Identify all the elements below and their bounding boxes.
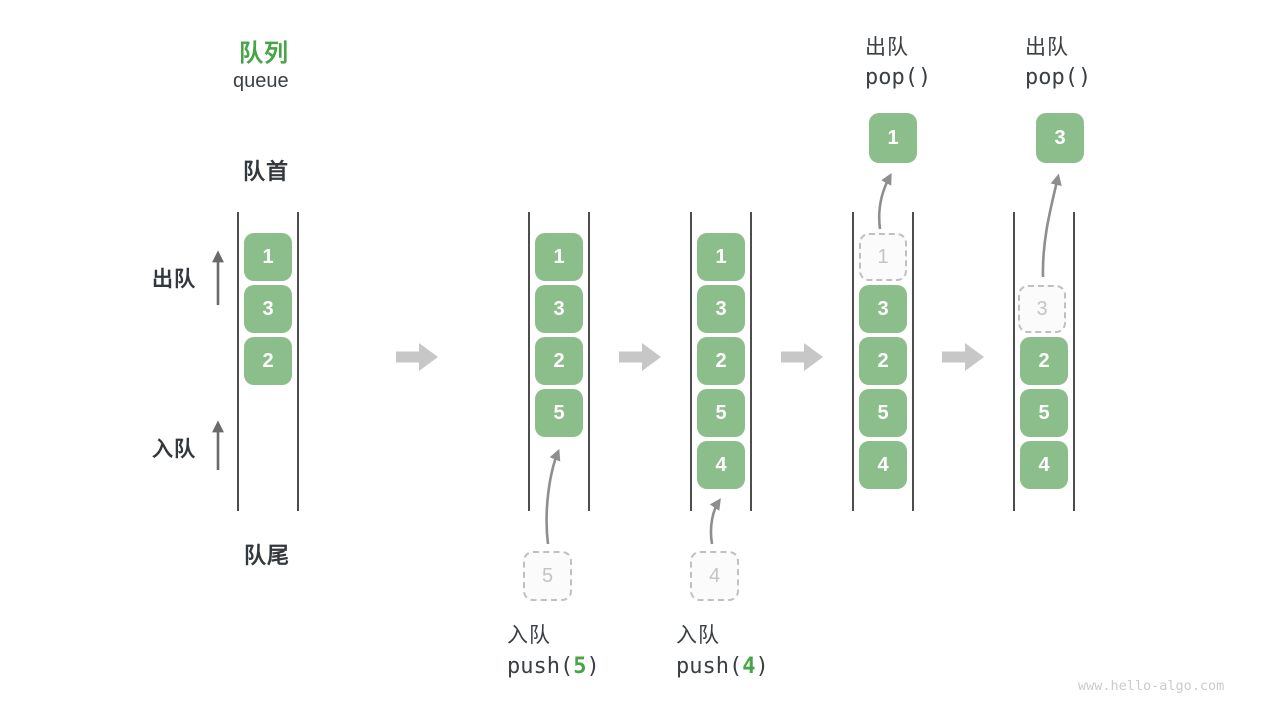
step-arrow-shape <box>396 343 438 371</box>
watermark: www.hello-algo.com <box>1078 678 1225 694</box>
queue-cell: 3 <box>697 285 745 333</box>
queue-wall-right <box>1073 212 1075 511</box>
enqueue-op-code: push(4) <box>676 654 769 679</box>
queue-cell: 2 <box>1020 337 1068 385</box>
code-arg: 4 <box>742 654 756 679</box>
step-arrow-icon <box>942 343 984 371</box>
queue-cell: 4 <box>697 441 745 489</box>
queue-state-4: 1 3 2 5 4 1 出队 pop() <box>852 0 931 720</box>
enqueue-direction-label: 入队 <box>152 438 196 461</box>
queue-cell: 3 <box>244 285 292 333</box>
step-arrow-shape <box>781 343 823 371</box>
step-arrow-shape <box>942 343 984 371</box>
queue-wall-left <box>237 212 239 511</box>
queue-cell: 2 <box>244 337 292 385</box>
queue-wall-left <box>528 212 530 511</box>
diagram-title-en: queue <box>233 70 289 92</box>
queue-front-label: 队首 <box>243 159 290 184</box>
code-fn: push( <box>507 654 574 679</box>
queue-cell: 3 <box>859 285 907 333</box>
popped-value-cell: 1 <box>869 113 917 163</box>
dequeue-op-code: pop() <box>1025 65 1092 90</box>
queue-state-5: 3 2 5 4 3 出队 pop() <box>1013 0 1091 720</box>
queue-wall-right <box>297 212 299 511</box>
queue-wall-right <box>912 212 914 511</box>
queue-cell: 1 <box>244 233 292 281</box>
dequeue-op-label: 出队 <box>1025 36 1069 59</box>
queue-cell: 5 <box>1020 389 1068 437</box>
queue-wall-left <box>690 212 692 511</box>
queue-cell: 4 <box>859 441 907 489</box>
dequeued-ghost-cell: 3 <box>1018 285 1066 333</box>
queue-state-1: 1 3 2 <box>237 0 299 720</box>
code-close: ) <box>586 654 600 679</box>
queue-cell: 5 <box>697 389 745 437</box>
staged-ghost-cell: 4 <box>690 551 739 601</box>
dequeued-ghost-cell: 1 <box>859 233 907 281</box>
step-arrow-icon <box>396 343 438 371</box>
queue-cell: 1 <box>697 233 745 281</box>
queue-cell: 2 <box>697 337 745 385</box>
code-close: ) <box>755 654 769 679</box>
queue-cell: 2 <box>535 337 583 385</box>
dequeue-op-label: 出队 <box>865 36 909 59</box>
staged-ghost-cell: 5 <box>523 551 572 601</box>
queue-cell: 5 <box>535 389 583 437</box>
queue-state-2: 1 3 2 5 5 入队 push(5) <box>507 0 600 720</box>
queue-cell: 3 <box>535 285 583 333</box>
step-arrow-shape <box>619 343 661 371</box>
enqueue-op-label: 入队 <box>507 624 551 647</box>
queue-cell: 2 <box>859 337 907 385</box>
enqueue-op-code: push(5) <box>507 654 600 679</box>
queue-wall-right <box>750 212 752 511</box>
queue-wall-left <box>852 212 854 511</box>
queue-cell: 5 <box>859 389 907 437</box>
popped-value-cell: 3 <box>1036 113 1084 163</box>
queue-cell: 4 <box>1020 441 1068 489</box>
code-arg: 5 <box>573 654 587 679</box>
step-arrow-icon <box>781 343 823 371</box>
queue-cell: 1 <box>535 233 583 281</box>
dequeue-direction-label: 出队 <box>152 268 196 291</box>
code-fn: push( <box>676 654 743 679</box>
step-arrow-icon <box>619 343 661 371</box>
dequeue-op-code: pop() <box>865 65 932 90</box>
enqueue-op-label: 入队 <box>676 624 720 647</box>
queue-rear-label: 队尾 <box>244 543 291 568</box>
diagram-title-zh: 队列 <box>239 40 289 67</box>
queue-state-3: 1 3 2 5 4 4 入队 push(4) <box>676 0 769 720</box>
queue-wall-left <box>1013 212 1015 511</box>
queue-wall-right <box>588 212 590 511</box>
